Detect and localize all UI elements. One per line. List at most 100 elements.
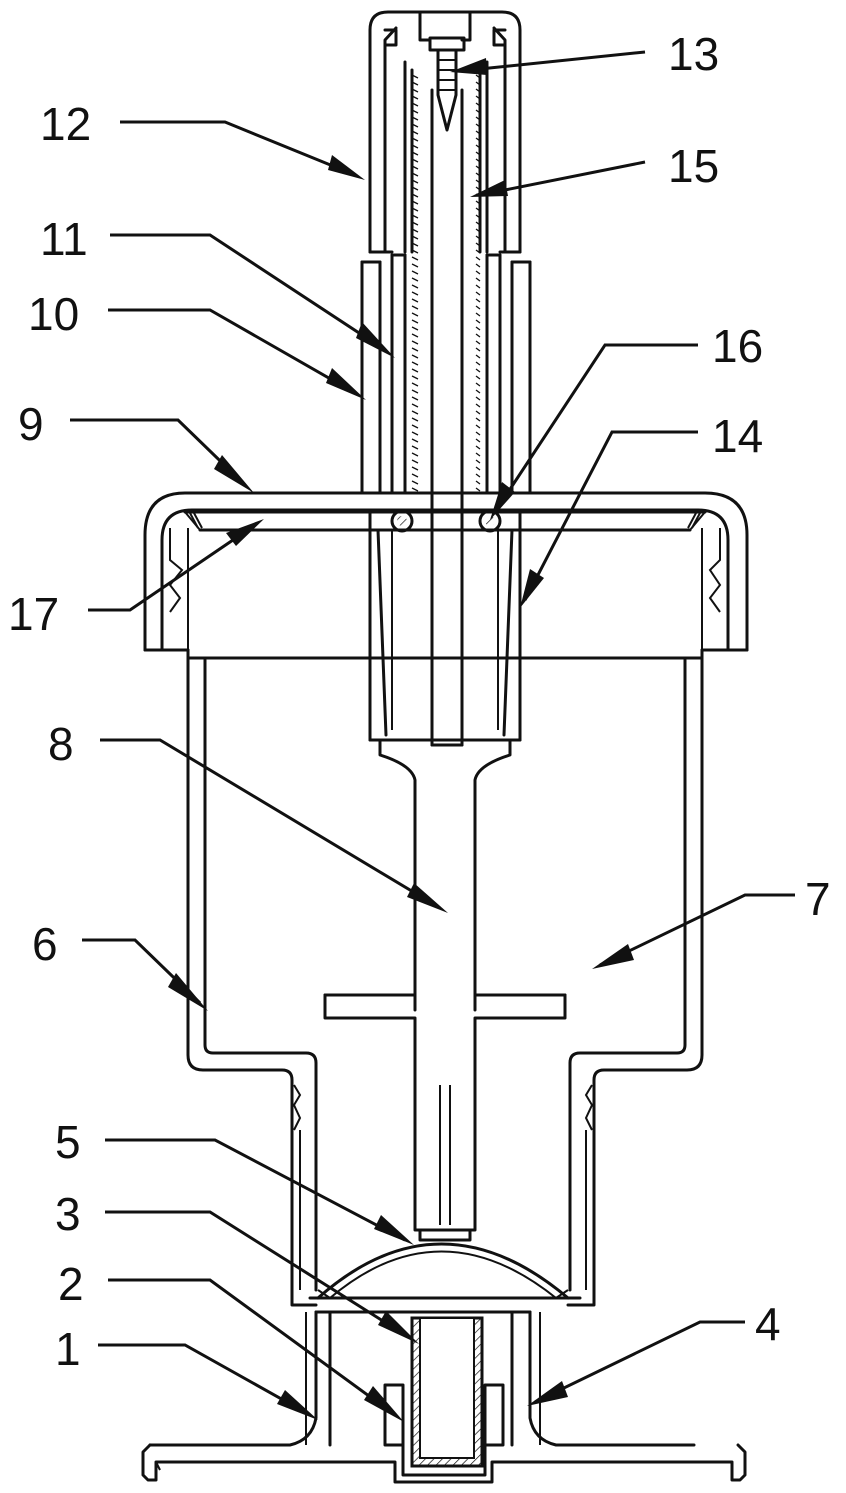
thread-tick	[475, 200, 481, 205]
thread-tick	[475, 151, 481, 156]
thread-tick	[411, 214, 419, 219]
callout-16: 16	[712, 320, 763, 372]
callout-8: 8	[48, 718, 74, 770]
thread-tick	[411, 256, 419, 261]
callout-6: 6	[32, 918, 58, 970]
thread-tick	[411, 368, 419, 373]
thread-tick	[475, 81, 481, 86]
thread-tick	[475, 305, 481, 310]
o-rings	[390, 509, 502, 533]
thread-tick	[475, 102, 481, 107]
threaded-sleeve	[390, 253, 502, 495]
thread-tick	[411, 410, 419, 415]
thread-tick	[475, 312, 481, 317]
thread-tick	[475, 249, 481, 254]
thread-tick	[475, 473, 481, 478]
thread-tick	[475, 284, 481, 289]
thread-tick	[475, 389, 481, 394]
thread-tick	[411, 193, 419, 198]
thread-tick	[411, 312, 419, 317]
thread-tick	[475, 410, 481, 415]
thread-tick	[475, 438, 481, 443]
thread-tick	[475, 109, 481, 114]
thread-tick	[411, 81, 419, 86]
thread-tick	[475, 277, 481, 282]
thread-tick	[411, 305, 419, 310]
seal-ring	[183, 510, 707, 532]
thread-tick	[411, 382, 419, 387]
leader-lines	[70, 50, 795, 1422]
thread-tick	[475, 333, 481, 338]
thread-tick	[411, 403, 419, 408]
thread-tick	[411, 284, 419, 289]
thread-tick	[411, 207, 419, 212]
thread-tick	[411, 487, 419, 492]
thread-tick	[475, 445, 481, 450]
thread-tick	[411, 452, 419, 457]
thread-tick	[411, 277, 419, 282]
thread-tick	[475, 242, 481, 247]
thread-tick	[411, 326, 419, 331]
thread-tick	[475, 179, 481, 184]
callout-9: 9	[18, 398, 44, 450]
thread-tick	[411, 361, 419, 366]
thread-tick	[411, 137, 419, 142]
thread-tick	[475, 382, 481, 387]
thread-tick	[411, 291, 419, 296]
callout-13: 13	[668, 28, 719, 80]
thread-tick	[411, 186, 419, 191]
thread-tick	[411, 221, 419, 226]
thread-tick	[475, 116, 481, 121]
thread-tick	[475, 487, 481, 492]
thread-tick	[475, 340, 481, 345]
thread-tick	[475, 256, 481, 261]
thread-tick	[411, 263, 419, 268]
callout-3: 3	[55, 1188, 81, 1240]
thread-tick	[475, 368, 481, 373]
thread-tick	[475, 452, 481, 457]
thread-tick	[411, 116, 419, 121]
thread-tick	[475, 165, 481, 170]
thread-tick	[411, 235, 419, 240]
thread-tick	[411, 88, 419, 93]
cap-tube	[368, 10, 522, 254]
thread-tick	[475, 207, 481, 212]
thread-tick	[411, 158, 419, 163]
thread-tick	[411, 298, 419, 303]
thread-tick	[475, 375, 481, 380]
thread-tick	[411, 228, 419, 233]
socket	[383, 1383, 505, 1477]
thread-tick	[411, 130, 419, 135]
thread-tick	[411, 340, 419, 345]
thread-tick	[411, 466, 419, 471]
thread-tick	[475, 298, 481, 303]
thread-tick	[411, 375, 419, 380]
thread-tick	[411, 480, 419, 485]
thread-tick	[411, 123, 419, 128]
thread-tick	[411, 270, 419, 275]
callout-1: 1	[55, 1323, 81, 1375]
thread-tick	[411, 417, 419, 422]
thread-tick	[475, 319, 481, 324]
callout-12: 12	[40, 98, 91, 150]
thread-marks	[411, 74, 481, 492]
callout-17: 17	[8, 588, 59, 640]
thread-tick	[475, 347, 481, 352]
thread-tick	[475, 214, 481, 219]
thread-tick	[475, 403, 481, 408]
thread-tick	[475, 221, 481, 226]
thread-tick	[411, 319, 419, 324]
callout-15: 15	[668, 140, 719, 192]
thread-tick	[411, 172, 419, 177]
thread-tick	[475, 172, 481, 177]
callout-11: 11	[40, 213, 88, 265]
callout-5: 5	[55, 1116, 81, 1168]
thread-tick	[475, 354, 481, 359]
thread-tick	[475, 431, 481, 436]
insert-block	[410, 1316, 484, 1468]
thread-tick	[475, 417, 481, 422]
thread-tick	[411, 74, 419, 79]
thread-tick	[475, 95, 481, 100]
thread-tick	[411, 389, 419, 394]
